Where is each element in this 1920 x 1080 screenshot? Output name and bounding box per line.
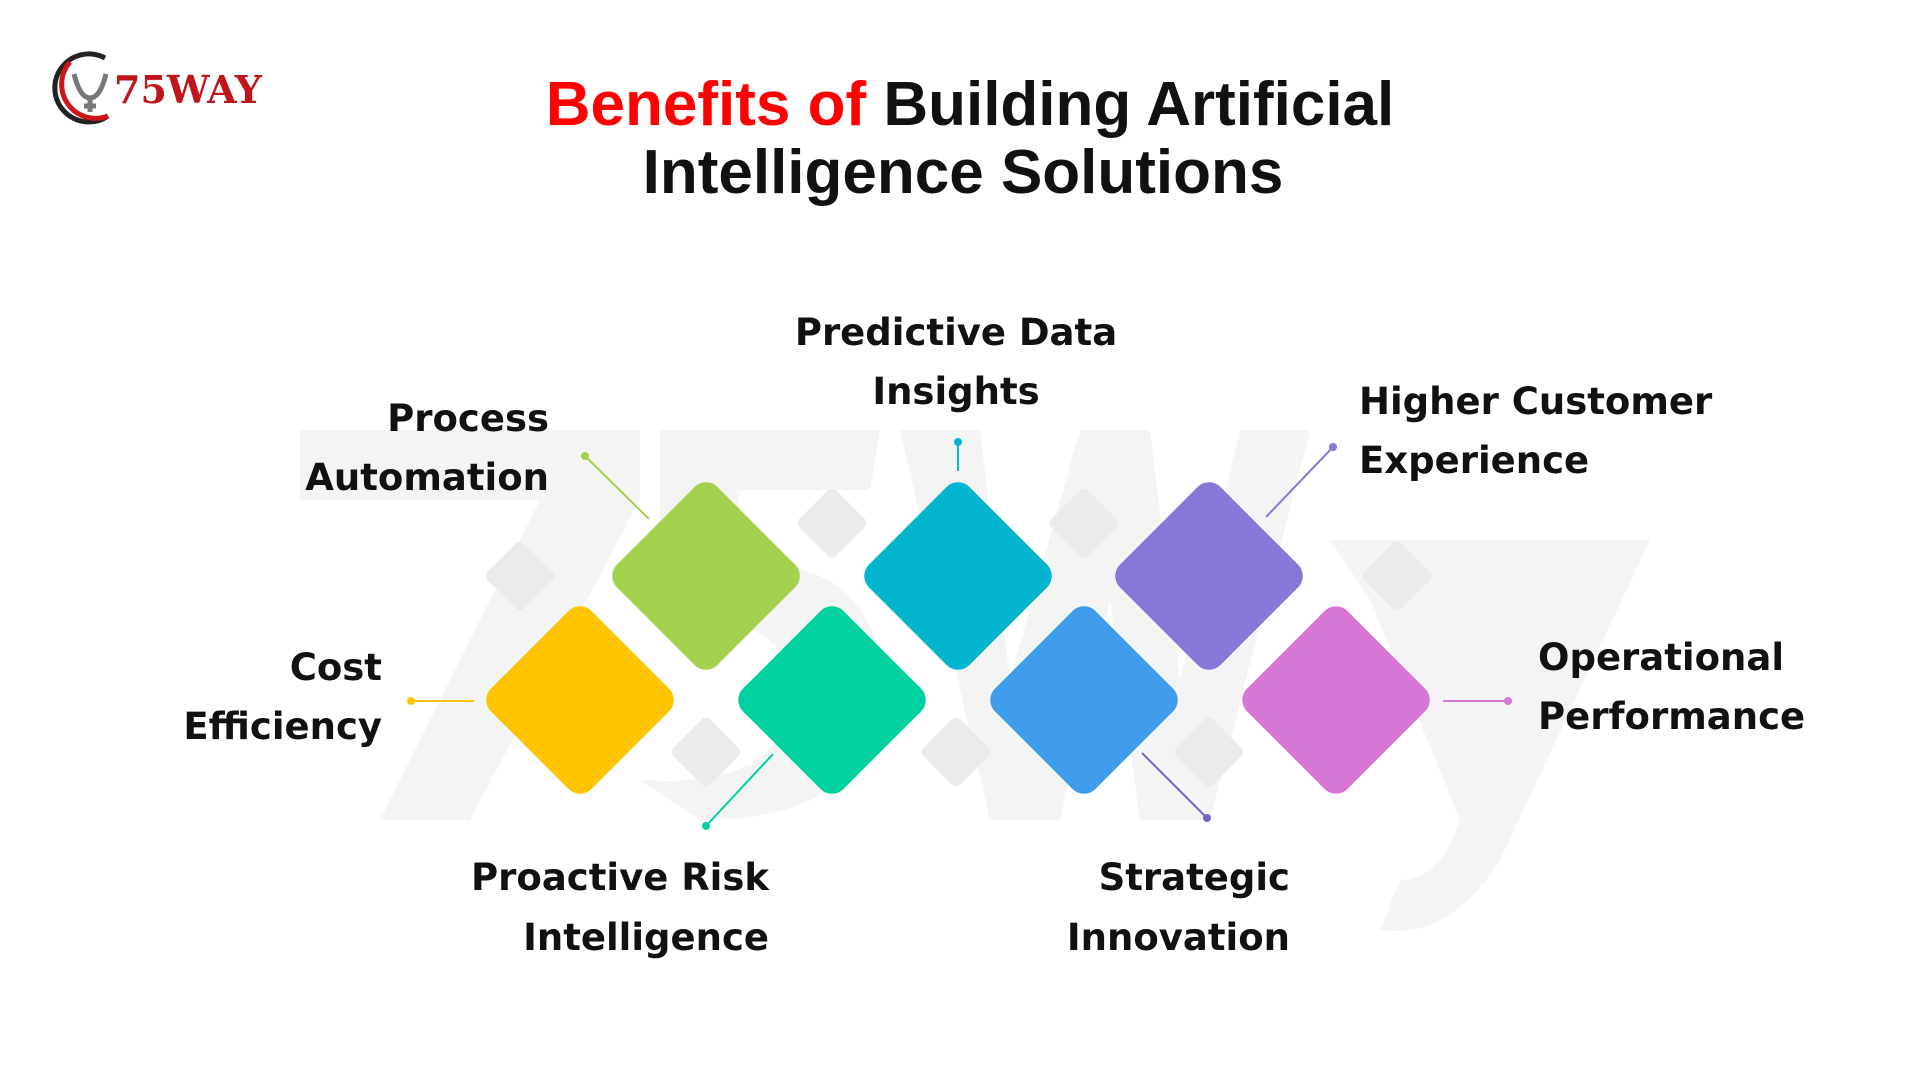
- logo-mark-icon: [71, 73, 109, 112]
- label-proactive-risk-line1: Proactive Risk: [471, 856, 769, 899]
- title-highlight: Benefits of: [545, 70, 867, 139]
- label-process-automation-line2: Automation: [305, 456, 549, 499]
- benefit-diamond: [864, 482, 1052, 670]
- logo: [52, 51, 110, 125]
- title-line1: Building Artificial: [883, 70, 1395, 139]
- benefit-diamond: [612, 482, 800, 670]
- label-cost-efficiency-line1: Cost: [289, 646, 382, 689]
- page-title: Benefits of Building Artificial: [546, 70, 1395, 140]
- label-cost-efficiency-line2: Efficiency: [183, 705, 382, 748]
- connectors: [407, 438, 1512, 830]
- logo-text: 75WAY: [114, 67, 262, 112]
- label-process-automation-line1: Process: [387, 397, 549, 440]
- label-strategic-innovation-line1: Strategic: [1098, 856, 1290, 899]
- benefit-diamond: [990, 606, 1178, 794]
- label-proactive-risk-line2: Intelligence: [523, 916, 769, 959]
- label-higher-customer-line1: Higher Customer: [1359, 380, 1713, 423]
- label-operational-performance-line2: Performance: [1538, 695, 1806, 738]
- benefit-diamond: [1242, 606, 1430, 794]
- logo-arc-icon: [52, 51, 110, 125]
- benefit-diamonds: [486, 482, 1430, 794]
- benefit-diamond: [738, 606, 926, 794]
- label-predictive-data-line1: Predictive Data: [794, 311, 1118, 354]
- benefit-diamond: [1115, 482, 1303, 670]
- label-predictive-data-line2: Insights: [872, 370, 1040, 413]
- label-strategic-innovation-line2: Innovation: [1066, 916, 1290, 959]
- title-line2: Intelligence Solutions: [642, 138, 1284, 207]
- label-higher-customer-line2: Experience: [1359, 439, 1590, 482]
- label-operational-performance-line1: Operational: [1538, 636, 1785, 679]
- benefit-diamond: [486, 606, 674, 794]
- decorative-diamonds: [485, 488, 1432, 787]
